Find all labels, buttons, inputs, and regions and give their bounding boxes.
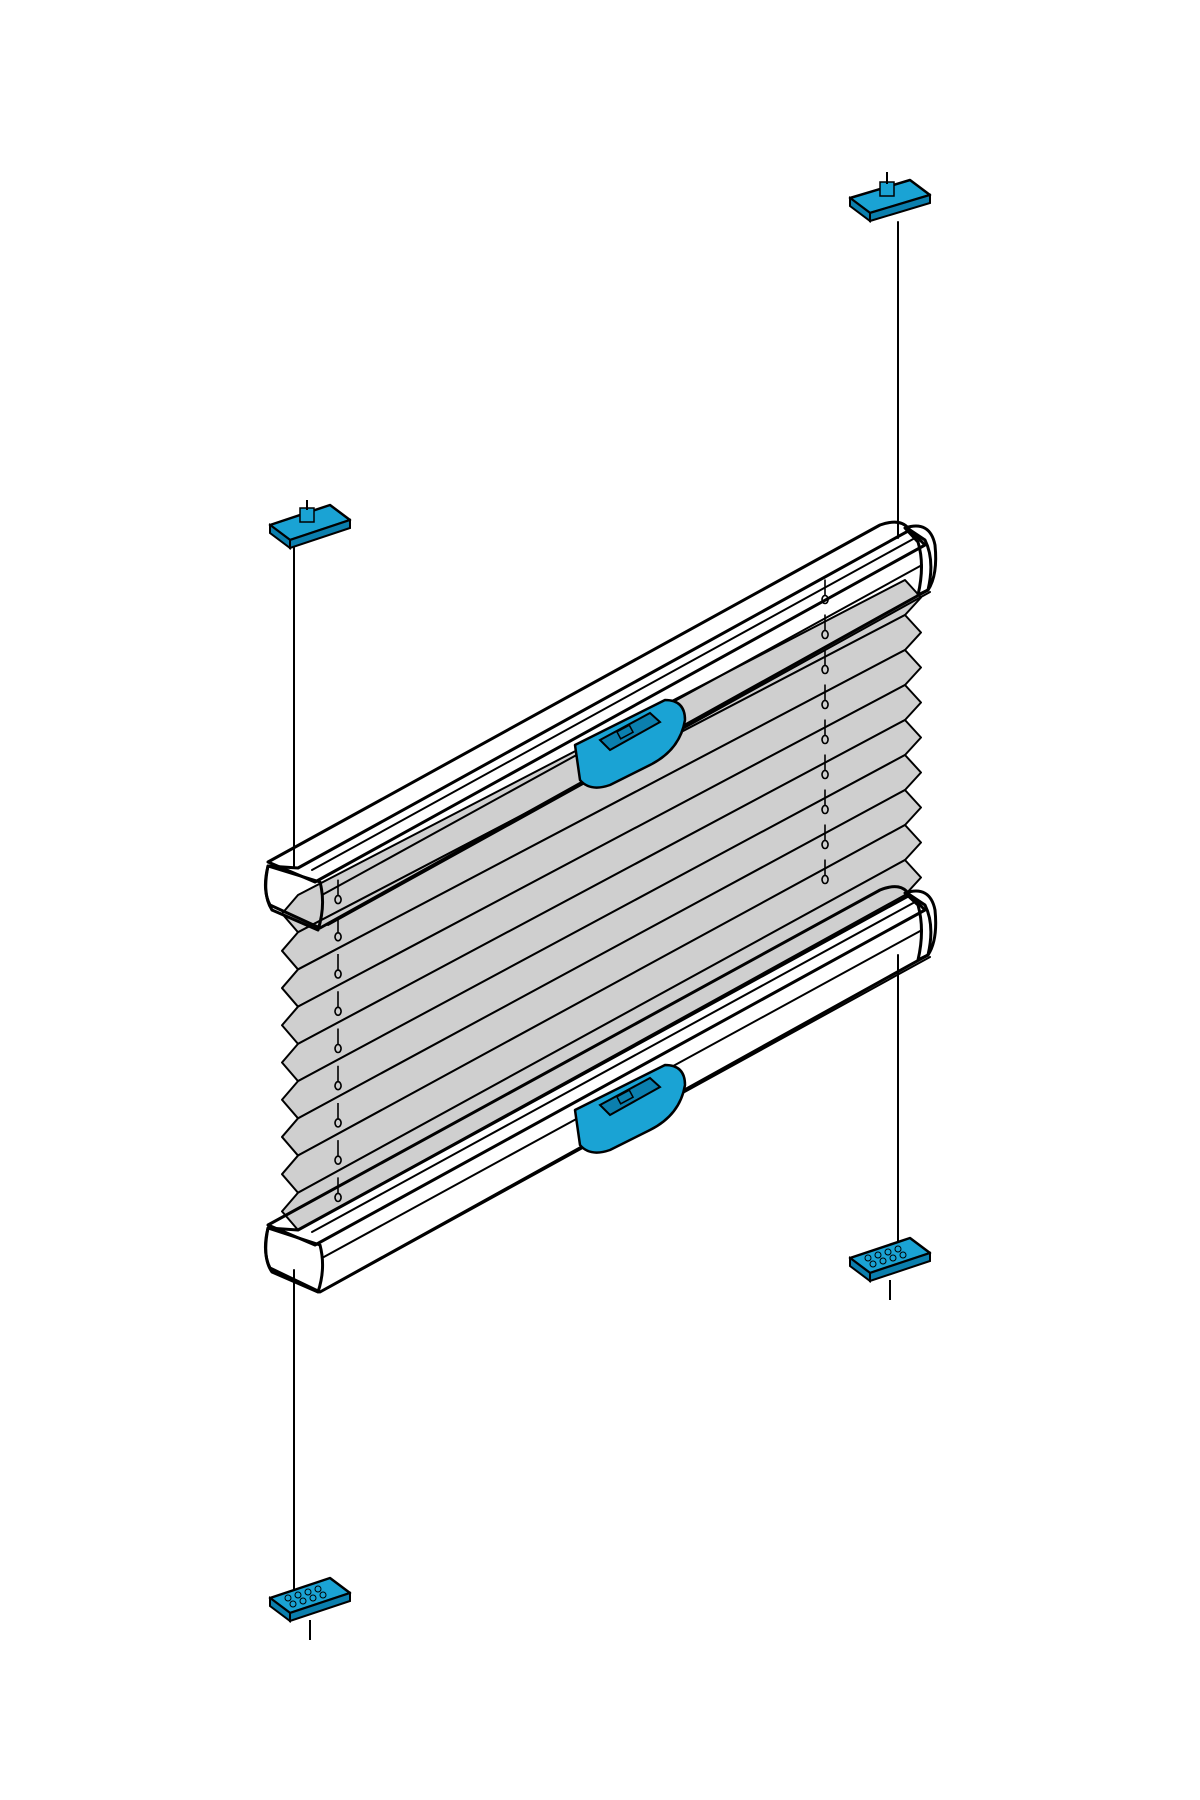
cord-hole xyxy=(334,991,342,1016)
cord-hole xyxy=(334,916,342,942)
cord-hole xyxy=(334,1028,342,1054)
cord-hole xyxy=(821,719,829,745)
top-rail-handle[interactable] xyxy=(573,698,687,789)
cord-hole xyxy=(334,1177,342,1203)
cord-hole xyxy=(821,754,829,780)
bracket-top-left xyxy=(268,500,352,550)
bracket-top-right xyxy=(848,172,932,223)
cord-hole xyxy=(821,579,829,605)
bottom-rail-end-cap xyxy=(264,1226,325,1294)
bottom-handle-grip xyxy=(598,1076,662,1117)
tension-cords xyxy=(293,221,899,1591)
cord-hole xyxy=(821,649,829,675)
cord-hole xyxy=(821,824,829,850)
cord-hole xyxy=(821,684,829,710)
cord-hole xyxy=(821,789,829,815)
cord-hole xyxy=(334,1102,342,1128)
top-handle-grip xyxy=(598,711,662,752)
bottom-rail-right-cap xyxy=(903,889,938,962)
top-rail-right-cap xyxy=(903,524,938,597)
pleated-fabric xyxy=(281,579,922,1231)
cord-hole xyxy=(334,879,342,905)
bracket-bottom-left xyxy=(268,1576,352,1640)
cord-hole xyxy=(821,614,829,640)
cord-hole xyxy=(334,1065,342,1091)
cord-hole xyxy=(334,1140,342,1165)
bottom-rail-handle[interactable] xyxy=(573,1063,687,1154)
bracket-bottom-right xyxy=(848,1236,932,1300)
top-rail-end-cap xyxy=(264,864,325,932)
cord-hole xyxy=(334,954,342,979)
cord-hole xyxy=(821,859,829,885)
